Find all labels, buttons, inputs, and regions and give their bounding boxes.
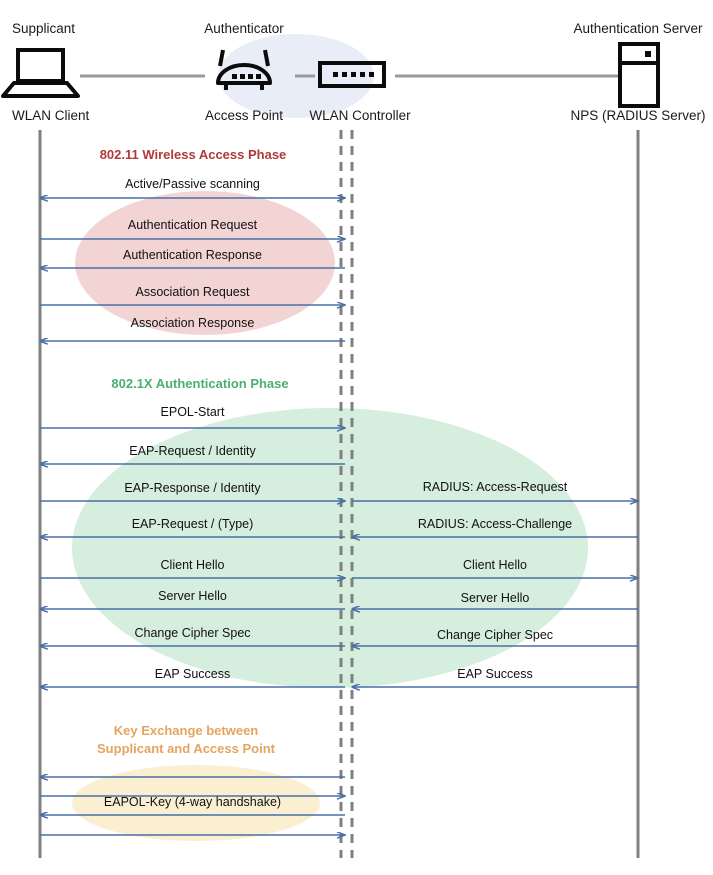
message-label-right-2: Client Hello <box>463 558 527 572</box>
server-icon <box>618 42 660 108</box>
actor-role-0: Supplicant <box>12 21 75 36</box>
dot1x-authentication-phase-label: 802.1X Authentication Phase <box>111 376 288 391</box>
message-label-left-10: Server Hello <box>158 589 227 603</box>
actor-device-3: NPS (RADIUS Server) <box>570 108 705 123</box>
message-label-left-2: Authentication Response <box>123 248 262 262</box>
key-exchange-phase-label-2: Supplicant and Access Point <box>97 741 276 756</box>
wireless-access-phase-label: 802.11 Wireless Access Phase <box>100 147 287 162</box>
device-icon-group <box>1 42 660 108</box>
message-label-right-1: RADIUS: Access-Challenge <box>418 517 572 531</box>
message-label-left-11: Change Cipher Spec <box>134 626 250 640</box>
actor-role-3: Authentication Server <box>573 21 703 36</box>
message-label-left-12: EAP Success <box>155 667 231 681</box>
phase-highlight-group <box>72 191 588 841</box>
message-label-left-15: EAPOL-Key (4-way handshake) <box>104 795 281 809</box>
actor-device-0: WLAN Client <box>12 108 90 123</box>
wlan-controller-icon <box>318 61 386 88</box>
message-label-left-8: EAP-Request / (Type) <box>132 517 254 531</box>
message-label-left-6: EAP-Request / Identity <box>129 444 256 458</box>
message-label-left-0: Active/Passive scanning <box>125 177 260 191</box>
actor-device-2: WLAN Controller <box>309 108 411 123</box>
message-label-left-4: Association Response <box>131 316 255 330</box>
message-label-left-3: Association Request <box>136 285 250 299</box>
actor-device-1: Access Point <box>205 108 283 123</box>
actor-role-1: Authenticator <box>204 21 284 36</box>
message-label-left-9: Client Hello <box>161 558 225 572</box>
key-exchange-phase-highlight <box>72 765 320 841</box>
message-label-left-5: EPOL-Start <box>161 405 225 419</box>
wireless-access-phase-highlight <box>75 191 335 335</box>
key-exchange-phase-label: Key Exchange between <box>114 723 259 738</box>
message-label-right-4: Change Cipher Spec <box>437 628 553 642</box>
message-label-left-7: EAP-Response / Identity <box>124 481 261 495</box>
phase-label-group: 802.11 Wireless Access Phase 802.1X Authe… <box>97 147 289 756</box>
laptop-icon <box>1 48 80 98</box>
dot1x-authentication-phase-highlight <box>72 408 588 688</box>
message-label-right-0: RADIUS: Access-Request <box>423 480 568 494</box>
message-label-right-5: EAP Success <box>457 667 533 681</box>
message-label-left-1: Authentication Request <box>128 218 258 232</box>
access-point-icon <box>216 49 272 90</box>
message-label-right-3: Server Hello <box>461 591 530 605</box>
lifeline-group <box>38 130 640 858</box>
